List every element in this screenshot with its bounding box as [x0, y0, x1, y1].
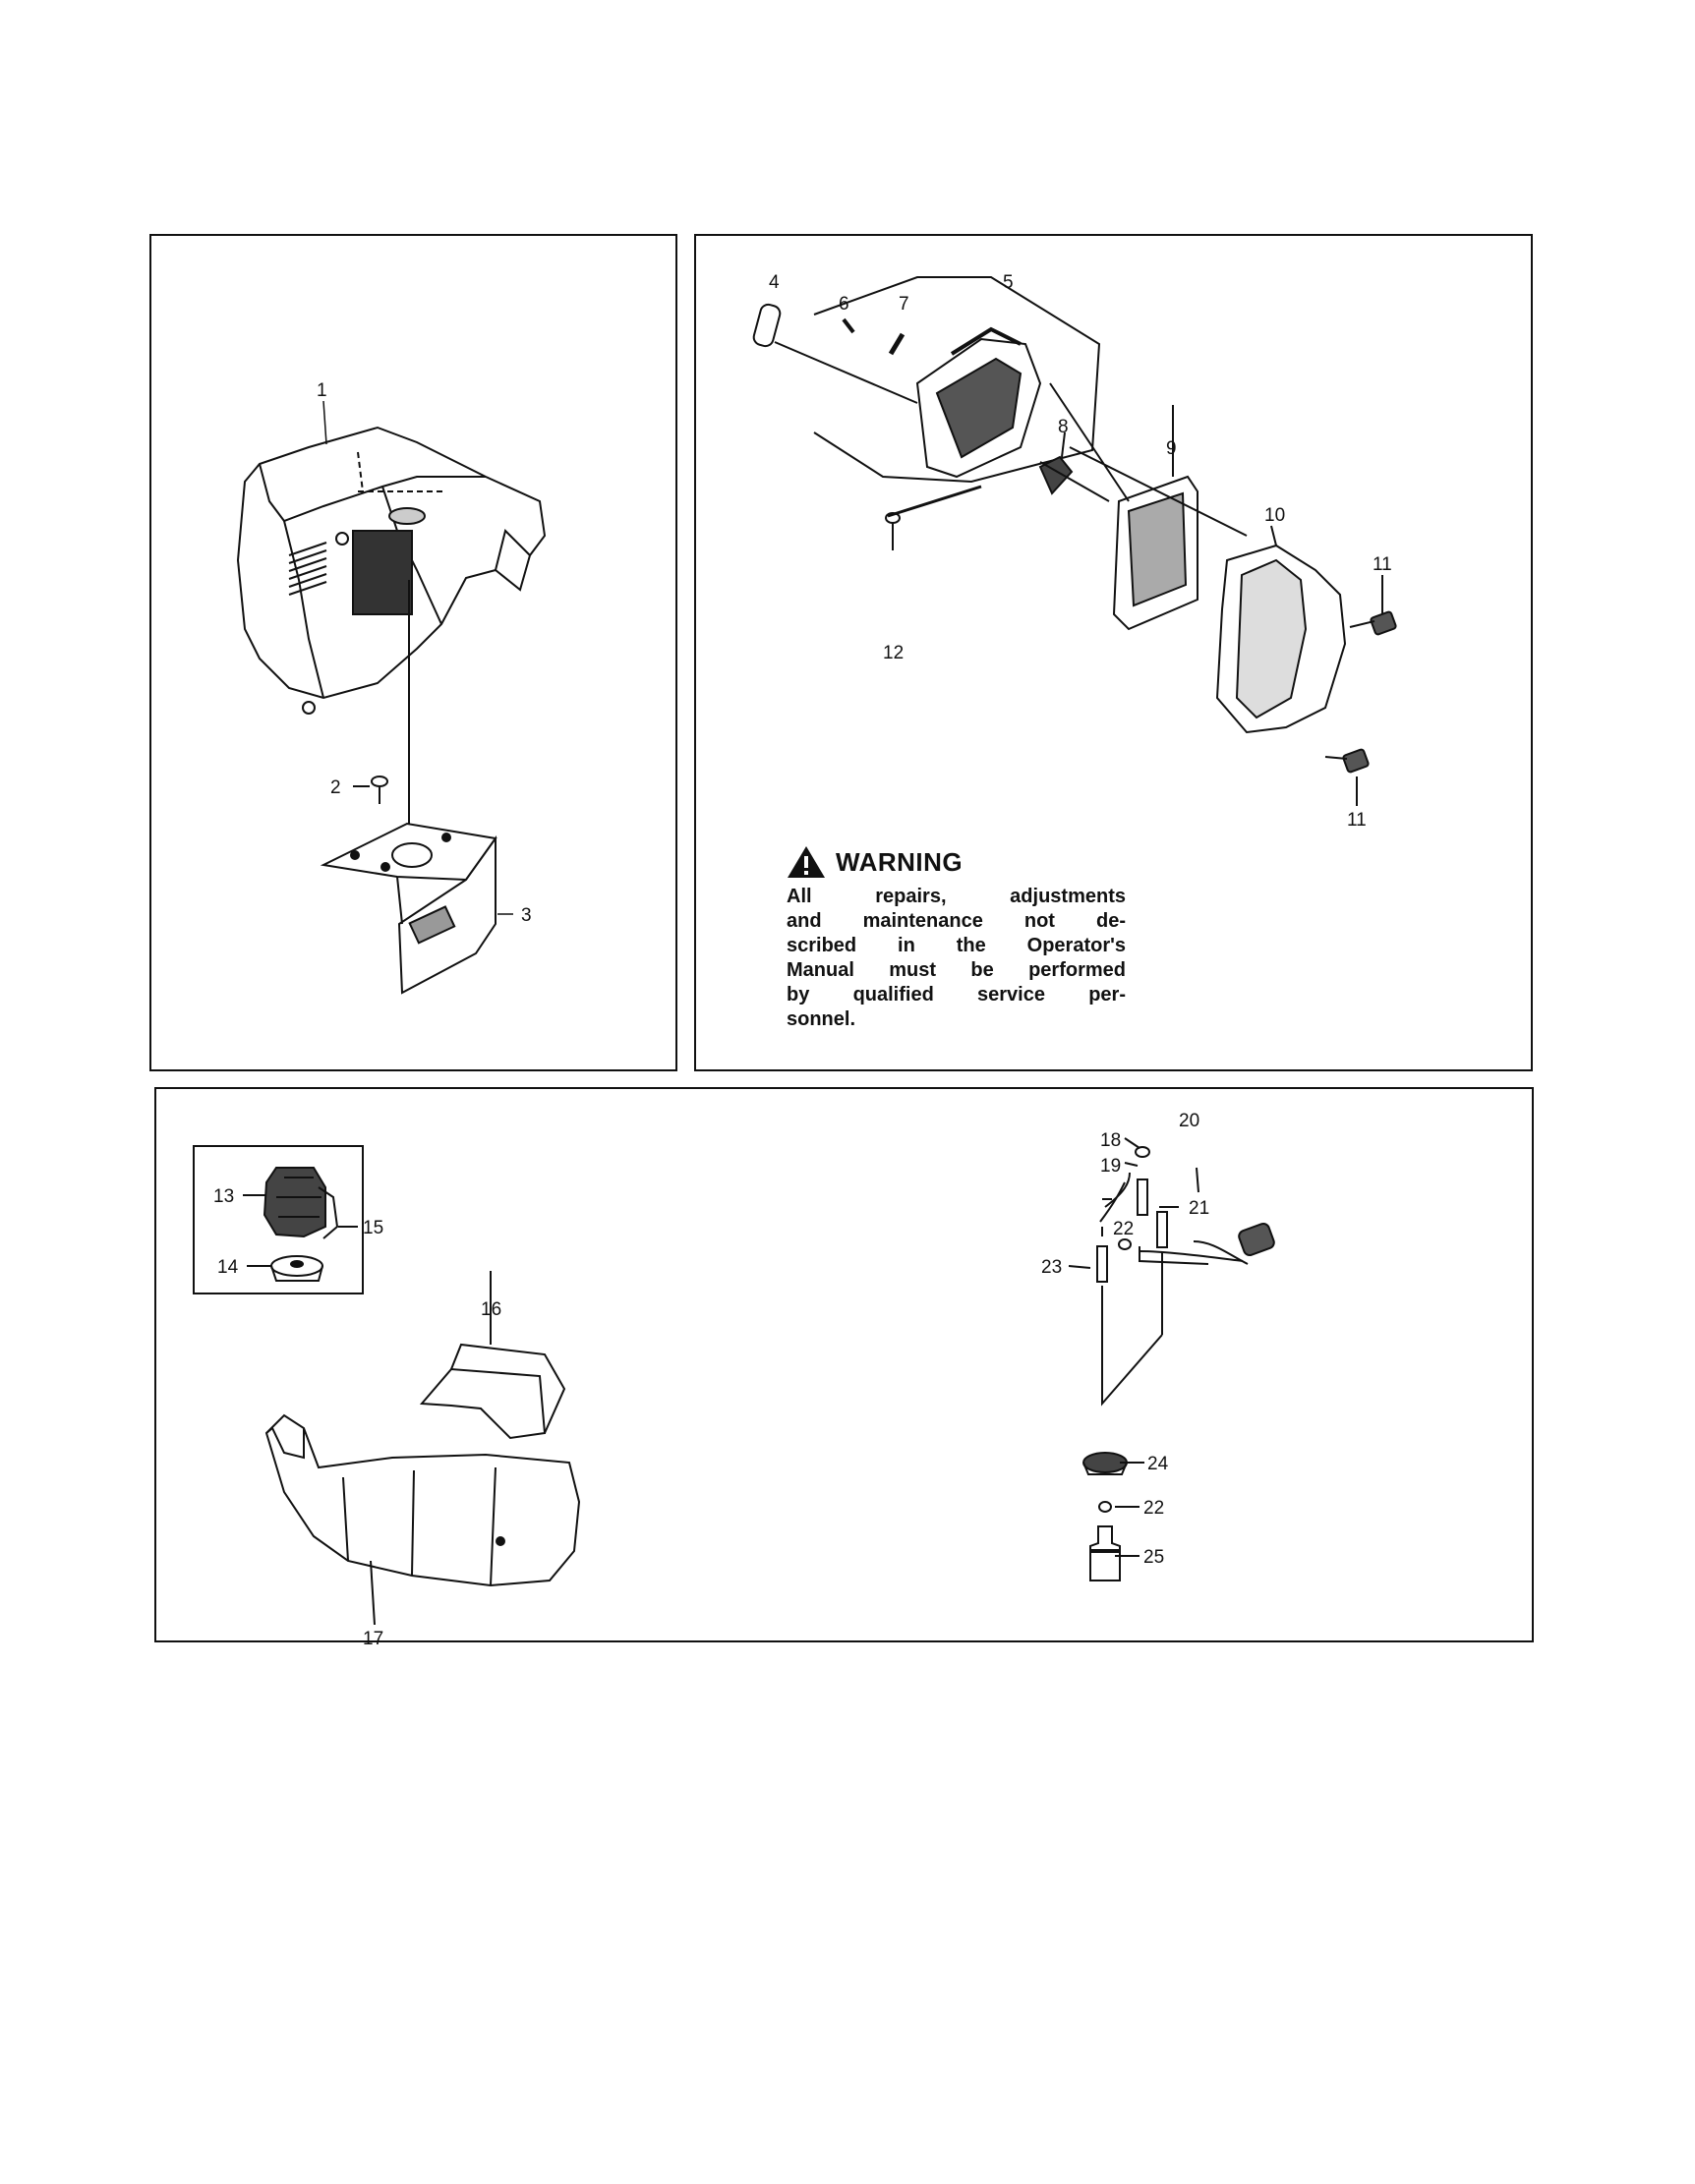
callout-3: 3 [521, 905, 532, 926]
callout-25: 25 [1143, 1547, 1164, 1568]
warning-text: All repairs, adjustments and maintenance… [787, 885, 1126, 1032]
callout-18: 18 [1100, 1130, 1121, 1151]
callout-12: 12 [883, 643, 904, 663]
callout-23: 23 [1041, 1257, 1062, 1278]
callout-13: 13 [213, 1186, 234, 1207]
callout-20: 20 [1179, 1111, 1199, 1131]
warning-line: All repairs, adjustments [787, 886, 1126, 907]
air-filter-drawing: 4 5 6 7 8 9 10 11 11 12 [752, 272, 1397, 831]
warning-title: WARNING [836, 846, 964, 877]
warning-line: and maintenance not de- [787, 910, 1126, 932]
callout-24: 24 [1147, 1454, 1169, 1474]
callout-17: 17 [363, 1629, 383, 1649]
air-filter-panel: 4 5 6 7 8 9 10 11 11 12 [694, 234, 1533, 1071]
callout-11-upper: 11 [1373, 554, 1392, 575]
callout-22-upper: 22 [1113, 1219, 1134, 1239]
callout-7: 7 [899, 294, 909, 315]
warning-line: scribed in the Operator's [787, 935, 1126, 956]
callout-6: 6 [839, 294, 849, 315]
muffler-fuel-panel: 13 14 15 16 17 18 19 20 21 22 23 24 22 2… [154, 1087, 1534, 1649]
warning-line: sonnel. [787, 1008, 856, 1030]
callout-5: 5 [1003, 272, 1014, 293]
warning-line: by qualified service per- [787, 984, 1126, 1006]
callout-10: 10 [1264, 505, 1285, 526]
callout-4: 4 [769, 272, 780, 293]
callout-1: 1 [317, 380, 327, 401]
callout-2: 2 [330, 777, 341, 798]
callout-14: 14 [217, 1257, 239, 1278]
callout-19: 19 [1100, 1156, 1121, 1177]
callout-21: 21 [1189, 1198, 1209, 1219]
warning-box: WARNING All repairs, adjustments and mai… [787, 845, 1126, 1032]
callout-15: 15 [363, 1218, 383, 1238]
engine-housing-panel: 1 2 3 [149, 234, 677, 1071]
callout-11-lower: 11 [1347, 810, 1367, 831]
callout-8: 8 [1058, 417, 1069, 437]
warning-line: Manual must be performed [787, 959, 1126, 981]
warning-triangle-icon [788, 846, 825, 878]
callout-9: 9 [1166, 438, 1177, 459]
callout-22-lower: 22 [1143, 1498, 1164, 1519]
muffler-fuel-drawing: 13 14 15 16 17 18 19 20 21 22 23 24 22 2… [193, 1111, 1275, 1649]
callout-16: 16 [481, 1299, 501, 1320]
engine-housing-drawing: 1 2 3 [236, 380, 547, 995]
warning-heading: WARNING [787, 845, 1126, 879]
